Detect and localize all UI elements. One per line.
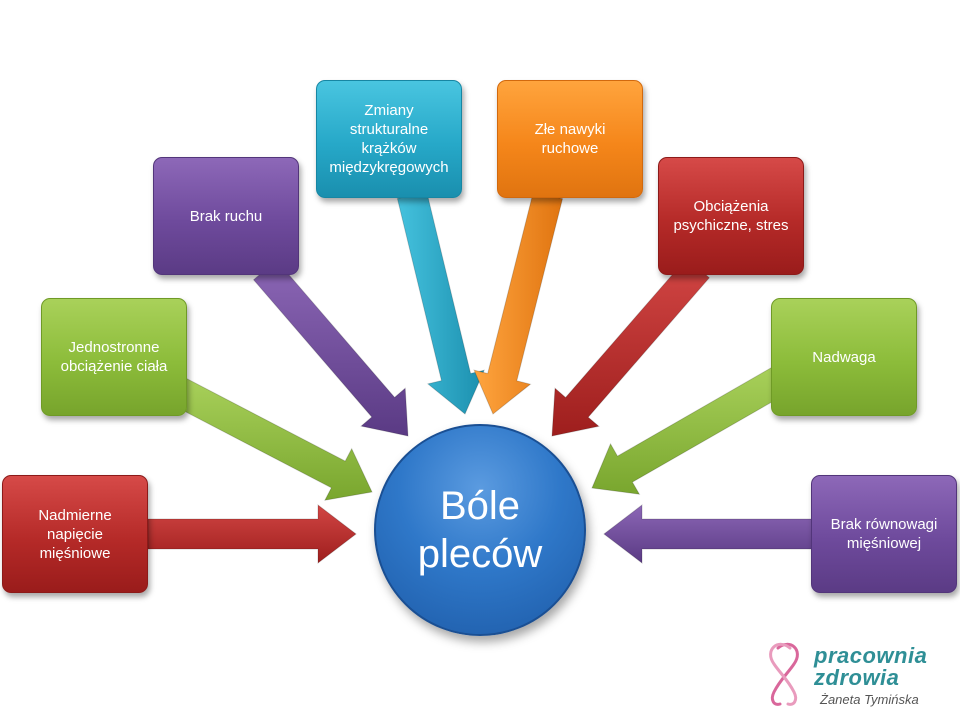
cause-brak-rownowagi: Brak równowagi mięśniowej [811,475,957,593]
logo-text-pracownia: pracownia [814,643,928,668]
cause-jednostronne-obciazenie: Jednostronne obciążenie ciała [41,298,187,416]
cause-nadwaga: Nadwaga [771,298,917,416]
arrow-obciazenia-psychiczne [551,257,711,437]
arrow-jednostronne-obciazenie [172,378,373,501]
cause-obciazenia-psychiczne: Obciążenia psychiczne, stres [658,157,804,275]
center-label: Bóle pleców [417,484,543,576]
arrow-nadwaga [591,366,789,495]
logo-author: Żaneta Tymińska [820,692,919,707]
center-circle: Bóle pleców [374,424,586,636]
arrow-brak-ruchu [252,259,409,437]
cause-zle-nawyki: Złe nawyki ruchowe [497,80,643,198]
logo: pracownia zdrowia Żaneta Tymińska [760,630,955,715]
arrow-brak-rownowagi [603,503,813,565]
logo-text-zdrowia: zdrowia [814,665,900,690]
arrow-zle-nawyki [473,190,564,415]
logo-ribbon-icon [769,642,799,706]
cause-nadmierne-napiecie: Nadmierne napięcie mięśniowe [2,475,148,593]
arrow-nadmierne-napiecie [147,503,357,565]
arrow-zmiany-strukturalne [396,190,486,415]
cause-brak-ruchu: Brak ruchu [153,157,299,275]
cause-zmiany-strukturalne: Zmiany strukturalne krążków międzykręgow… [316,80,462,198]
